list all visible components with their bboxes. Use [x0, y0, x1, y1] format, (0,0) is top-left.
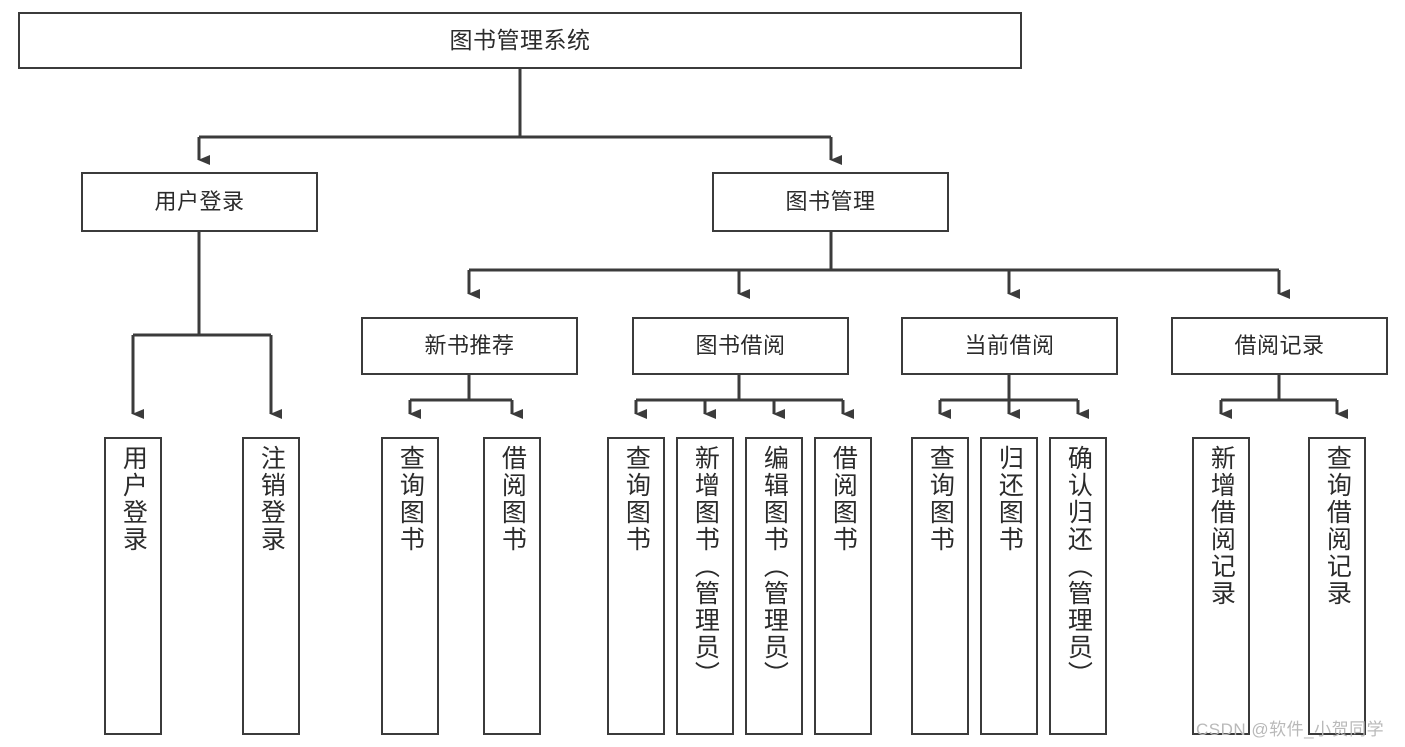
- node-label: 借阅图书: [498, 445, 527, 553]
- node-label: 借阅记录: [1234, 332, 1325, 358]
- node-label: 查询借阅记录: [1323, 445, 1352, 607]
- node-label: 新书推荐: [424, 332, 515, 358]
- node-new-book-recommend[interactable]: 新书推荐: [361, 317, 578, 375]
- leaf-current-return-book[interactable]: 归还图书: [980, 437, 1038, 735]
- node-label: 新增借阅记录: [1207, 445, 1236, 607]
- node-book-borrow[interactable]: 图书借阅: [632, 317, 849, 375]
- leaf-current-confirm-return-admin[interactable]: 确认归还（管理员）: [1049, 437, 1107, 735]
- node-borrow-record[interactable]: 借阅记录: [1171, 317, 1388, 375]
- node-label: 借阅图书: [829, 445, 858, 553]
- node-label: 查询图书: [396, 445, 425, 553]
- node-book-management[interactable]: 图书管理: [712, 172, 949, 232]
- leaf-recommend-query-book[interactable]: 查询图书: [381, 437, 439, 735]
- node-label: 用户登录: [154, 188, 245, 214]
- leaf-borrow-query-book[interactable]: 查询图书: [607, 437, 665, 735]
- leaf-recommend-borrow-book[interactable]: 借阅图书: [483, 437, 541, 735]
- node-label: 图书管理系统: [449, 26, 591, 53]
- leaf-record-query-borrow-record[interactable]: 查询借阅记录: [1308, 437, 1366, 735]
- leaf-borrow-add-book-admin[interactable]: 新增图书（管理员）: [676, 437, 734, 735]
- node-label: 当前借阅: [964, 332, 1055, 358]
- node-label: 查询图书: [926, 445, 955, 553]
- node-label: 查询图书: [622, 445, 651, 553]
- node-root-book-management-system[interactable]: 图书管理系统: [18, 12, 1022, 69]
- node-label: 注销登录: [257, 445, 286, 553]
- leaf-user-login[interactable]: 用户登录: [104, 437, 162, 735]
- leaf-borrow-edit-book-admin[interactable]: 编辑图书（管理员）: [745, 437, 803, 735]
- node-label: 确认归还（管理员）: [1064, 445, 1093, 688]
- node-label: 归还图书: [995, 445, 1024, 553]
- node-current-borrow[interactable]: 当前借阅: [901, 317, 1118, 375]
- node-label: 用户登录: [119, 445, 148, 553]
- leaf-current-query-book[interactable]: 查询图书: [911, 437, 969, 735]
- node-label: 图书管理: [785, 188, 876, 214]
- leaf-borrow-borrow-book[interactable]: 借阅图书: [814, 437, 872, 735]
- node-user-login[interactable]: 用户登录: [81, 172, 318, 232]
- leaf-record-add-borrow-record[interactable]: 新增借阅记录: [1192, 437, 1250, 735]
- node-label: 编辑图书（管理员）: [760, 445, 789, 688]
- node-label: 图书借阅: [695, 332, 786, 358]
- leaf-user-logout[interactable]: 注销登录: [242, 437, 300, 735]
- node-label: 新增图书（管理员）: [691, 445, 720, 688]
- watermark: CSDN @软件_小贺同学: [1196, 720, 1385, 739]
